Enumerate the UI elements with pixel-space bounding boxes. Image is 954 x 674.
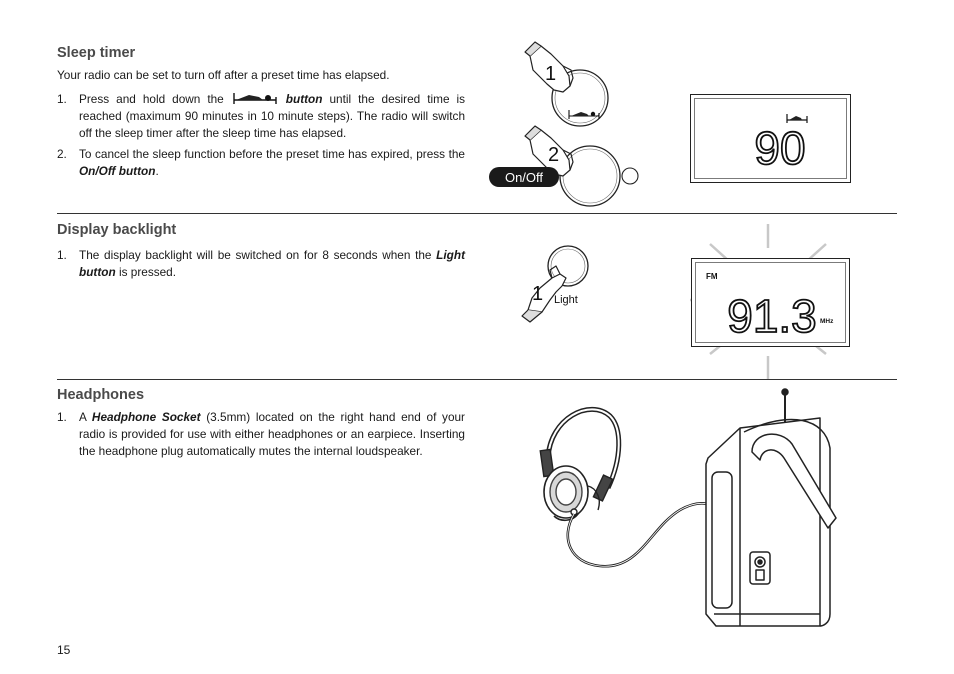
headphones-step-1: 1. A Headphone Socket (3.5mm) located on… — [57, 409, 465, 460]
radio-icon — [705, 388, 837, 627]
light-label: Light — [554, 294, 578, 306]
step-text: Press and hold down the — [79, 92, 224, 106]
step-text: . — [155, 164, 159, 178]
section-divider — [57, 213, 897, 214]
step-1-label: 1 — [532, 283, 543, 305]
step-number: 2. — [57, 147, 67, 161]
sleep-step-2: 2. To cancel the sleep function before t… — [57, 146, 465, 180]
band-label: FM — [706, 272, 718, 281]
backlight-step-1: 1. The display backlight will be switche… — [57, 247, 465, 281]
indicator-light — [621, 167, 639, 185]
on-off-button — [559, 145, 621, 207]
step-emphasis: Light button — [79, 248, 465, 279]
on-off-badge — [489, 167, 559, 187]
step-text: is pressed. — [118, 265, 177, 279]
sleep-timer-intro: Your radio can be set to turn off after … — [57, 68, 390, 82]
headphones-icon — [539, 406, 622, 522]
sleep-timer-figure: 1 2 On/Off — [489, 41, 639, 207]
display-backlight-heading: Display backlight — [57, 222, 177, 238]
sleep-step-1: 1. Press and hold down the button until … — [57, 91, 465, 142]
on-off-label: On/Off — [505, 170, 543, 185]
step-text: (3.5mm) located on the right hand end of… — [79, 410, 465, 458]
step-emphasis: button — [285, 92, 323, 106]
display-value: 90 — [754, 122, 805, 174]
light-button-figure: 1 Light — [521, 245, 589, 323]
sleep-symbol-icon — [786, 114, 808, 123]
section-divider — [57, 379, 897, 380]
headphones-heading: Headphones — [57, 387, 145, 403]
headphones-steps: 1. A Headphone Socket (3.5mm) located on… — [57, 409, 465, 464]
pointing-hand-icon — [524, 125, 574, 177]
step-text: To cancel the sleep function before the … — [79, 147, 465, 161]
step-number: 1. — [57, 410, 67, 424]
sleep-button-icon — [233, 93, 277, 104]
sleep-timer-heading: Sleep timer — [57, 45, 136, 61]
sleep-symbol-icon — [568, 110, 600, 119]
frequency-value: 91.3 — [727, 290, 817, 342]
pointing-hand-icon — [521, 265, 567, 323]
step-text: The display backlight will be switched o… — [79, 248, 432, 262]
headphones-illustration — [539, 388, 837, 627]
step-text: A — [79, 410, 87, 424]
unit-label: MHz — [820, 318, 834, 325]
page-number: 15 — [57, 643, 71, 657]
step-1-label: 1 — [545, 63, 556, 85]
sleep-timer-steps: 1. Press and hold down the button until … — [57, 91, 465, 184]
sleep-timer-display: 90 — [690, 94, 851, 183]
step-2-label: 2 — [548, 144, 559, 166]
step-emphasis: On/Off button — [79, 164, 156, 178]
step-number: 1. — [57, 92, 67, 106]
step-text: until the desired time is reached (maxim… — [79, 92, 466, 140]
backlit-display: FM 91.3 MHz — [690, 224, 850, 380]
display-backlight-steps: 1. The display backlight will be switche… — [57, 247, 465, 285]
pointing-hand-icon — [524, 41, 574, 93]
step-emphasis: Headphone Socket — [91, 410, 201, 424]
step-number: 1. — [57, 248, 67, 262]
